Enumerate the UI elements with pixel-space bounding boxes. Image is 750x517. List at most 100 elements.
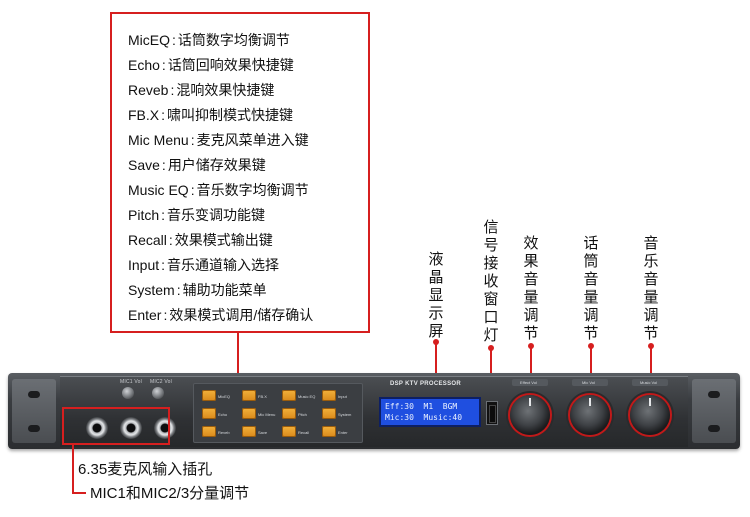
rack-ear-left bbox=[12, 379, 56, 443]
key-label: Input bbox=[338, 394, 347, 399]
legend-key: Pitch bbox=[128, 207, 160, 223]
legend-key: Reveb bbox=[128, 82, 169, 98]
legend-key: MicEQ bbox=[128, 32, 170, 48]
mic-jack-callout-box bbox=[62, 407, 170, 445]
legend-desc: 麦克风菜单进入键 bbox=[196, 132, 309, 148]
key-fbx[interactable] bbox=[242, 390, 256, 401]
effect-volume-knob[interactable] bbox=[510, 395, 550, 435]
legend-key: Enter bbox=[128, 307, 162, 323]
mic-vol-plate: Mic Vol bbox=[572, 379, 608, 386]
mic-jack-2[interactable] bbox=[120, 417, 142, 439]
legend-key: Save bbox=[128, 157, 160, 173]
key-pitch[interactable] bbox=[282, 408, 296, 419]
trim-callout-line-v bbox=[72, 467, 74, 493]
mic-volume-pointer-dot bbox=[588, 343, 594, 349]
key-label: Music EQ bbox=[298, 394, 316, 399]
lcd-line-1: Eff:30 M1 BGM bbox=[385, 402, 458, 411]
rack-hole-icon bbox=[708, 425, 720, 432]
music-vol-plate: Music Vol bbox=[632, 379, 668, 386]
key-reveb[interactable] bbox=[202, 426, 216, 437]
knob-label: Music Vol bbox=[640, 380, 658, 385]
music-volume-pointer bbox=[650, 346, 652, 388]
key-label: Pitch bbox=[298, 412, 307, 417]
legend-desc: 话筒数字均衡调节 bbox=[177, 32, 290, 48]
effect-volume-pointer-dot bbox=[528, 343, 534, 349]
legend-desc: 混响效果快捷键 bbox=[176, 82, 275, 98]
lcd-pointer-dot bbox=[433, 339, 439, 345]
legend-key: Echo bbox=[128, 57, 160, 73]
legend-item-enter: Enter:效果模式调用/储存确认 bbox=[128, 303, 368, 328]
legend-desc: 辅助功能菜单 bbox=[182, 282, 267, 298]
signal-led-icon bbox=[489, 405, 496, 423]
legend-box: MicEQ:话筒数字均衡调节 Echo:话筒回响效果快捷键 Reveb:混响效果… bbox=[110, 12, 370, 333]
legend-key: Music EQ bbox=[128, 182, 189, 198]
rack-hole-icon bbox=[28, 425, 40, 432]
legend-connector bbox=[237, 333, 239, 379]
key-label: System bbox=[338, 412, 352, 417]
legend-key: Recall bbox=[128, 232, 167, 248]
front-panel: MIC1 Vol MIC2 Vol MicEQ FB.X Music EQ In… bbox=[60, 376, 688, 447]
key-label: Reveb bbox=[218, 430, 230, 435]
rack-hole-icon bbox=[28, 391, 40, 398]
knob-label: Effect Vol bbox=[520, 380, 537, 385]
legend-key: FB.X bbox=[128, 107, 160, 123]
effect-vol-plate: Effect Vol bbox=[512, 379, 548, 386]
key-system[interactable] bbox=[322, 408, 336, 419]
knob-label: Mic Vol bbox=[582, 380, 595, 385]
key-label: Echo bbox=[218, 412, 228, 417]
key-mic-menu[interactable] bbox=[242, 408, 256, 419]
signal-led-pointer-dot bbox=[488, 345, 494, 351]
key-label: Enter bbox=[338, 430, 348, 435]
jack-label: 6.35麦克风输入插孔 bbox=[78, 461, 213, 478]
rack-hole-icon bbox=[708, 391, 720, 398]
legend-sep: : bbox=[170, 82, 175, 98]
legend-item-music-eq: Music EQ:音乐数字均衡调节 bbox=[128, 178, 368, 203]
mic2-vol-label: MIC2 Vol bbox=[150, 379, 172, 385]
key-recall[interactable] bbox=[282, 426, 296, 437]
mic1-vol-trim[interactable] bbox=[122, 387, 134, 399]
key-save[interactable] bbox=[242, 426, 256, 437]
legend-desc: 效果模式输出键 bbox=[174, 232, 273, 248]
function-button-panel: MicEQ FB.X Music EQ Input Echo Mic Menu … bbox=[193, 383, 363, 443]
rack-ear-right bbox=[692, 379, 736, 443]
legend-desc: 效果模式调用/储存确认 bbox=[169, 307, 314, 323]
legend-sep: : bbox=[168, 232, 173, 248]
legend-sep: : bbox=[172, 32, 176, 48]
key-miceq[interactable] bbox=[202, 390, 216, 401]
key-enter[interactable] bbox=[322, 426, 336, 437]
key-input[interactable] bbox=[322, 390, 336, 401]
dsp-rack-unit: MIC1 Vol MIC2 Vol MicEQ FB.X Music EQ In… bbox=[8, 373, 740, 449]
mic-volume-knob[interactable] bbox=[570, 395, 610, 435]
music-volume-knob[interactable] bbox=[630, 395, 670, 435]
legend-key: Mic Menu bbox=[128, 132, 189, 148]
mic-adjust-label: MIC1和MIC2/3分量调节 bbox=[90, 485, 250, 502]
legend-item-system: System:辅助功能菜单 bbox=[128, 278, 368, 303]
knob-indicator-icon bbox=[529, 398, 531, 406]
lcd-label: 液晶显示屏 bbox=[428, 250, 444, 340]
mic2-vol-trim[interactable] bbox=[152, 387, 164, 399]
knob-indicator-icon bbox=[649, 398, 651, 406]
legend-sep: : bbox=[176, 282, 181, 298]
legend-key: Input bbox=[128, 257, 160, 273]
key-echo[interactable] bbox=[202, 408, 216, 419]
legend-item-save: Save:用户储存效果键 bbox=[128, 153, 368, 178]
legend-item-echo: Echo:话筒回响效果快捷键 bbox=[128, 53, 368, 78]
legend-item-pitch: Pitch:音乐变调功能键 bbox=[128, 203, 368, 228]
mic-jack-3[interactable] bbox=[154, 417, 176, 439]
legend-desc: 用户储存效果键 bbox=[167, 157, 266, 173]
key-label: Save bbox=[258, 430, 268, 435]
music-volume-label: 音乐音量调节 bbox=[643, 234, 659, 342]
mic-jack-1[interactable] bbox=[86, 417, 108, 439]
key-music-eq[interactable] bbox=[282, 390, 296, 401]
legend-key: System bbox=[128, 282, 175, 298]
legend-item-recall: Recall:效果模式输出键 bbox=[128, 228, 368, 253]
legend-sep: : bbox=[190, 132, 195, 148]
legend-desc: 啸叫抑制模式快捷键 bbox=[167, 107, 294, 123]
legend-desc: 音乐变调功能键 bbox=[167, 207, 266, 223]
legend-desc: 音乐数字均衡调节 bbox=[196, 182, 309, 198]
signal-led-label: 信号接收窗口灯 bbox=[483, 218, 499, 344]
legend-sep: : bbox=[163, 307, 168, 323]
effect-volume-label: 效果音量调节 bbox=[523, 234, 539, 342]
legend-list: MicEQ:话筒数字均衡调节 Echo:话筒回响效果快捷键 Reveb:混响效果… bbox=[112, 14, 368, 328]
key-label: Mic Menu bbox=[258, 412, 276, 417]
